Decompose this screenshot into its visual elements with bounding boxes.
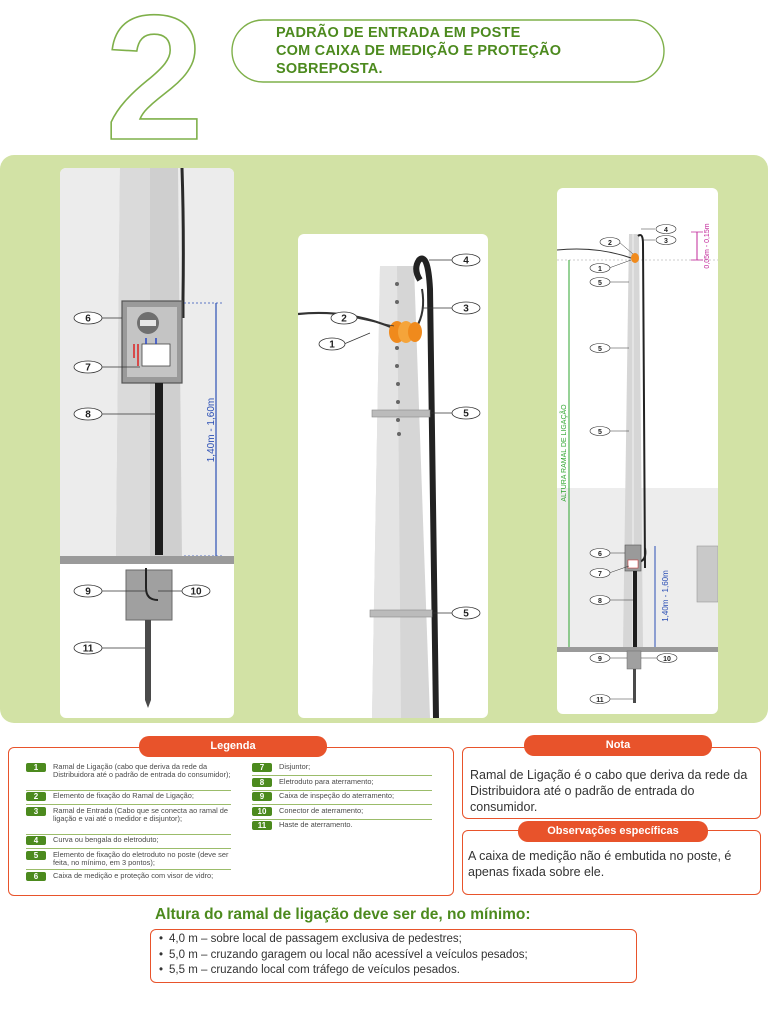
ov-callout-1: 1 bbox=[598, 266, 602, 273]
legend-box bbox=[8, 747, 454, 896]
legend-text: Curva ou bengala do eletroduto; bbox=[53, 835, 159, 844]
legend-text: Haste de aterramento. bbox=[279, 820, 353, 829]
legend-text: Elemento de fixação do Ramal de Ligação; bbox=[53, 791, 194, 800]
ground-rod bbox=[145, 620, 151, 700]
ov-callout-5b: 5 bbox=[598, 346, 602, 353]
legend-item-11: 11 Haste de aterramento. bbox=[252, 820, 437, 830]
title-line-2: COM CAIXA DE MEDIÇÃO E PROTEÇÃO bbox=[276, 43, 562, 59]
legend-number: 6 bbox=[26, 872, 46, 881]
callout-4: 4 bbox=[463, 256, 469, 267]
altura-list: 4,0 m – sobre local de passagem exclusiv… bbox=[150, 929, 637, 983]
legend-number: 3 bbox=[26, 807, 46, 816]
callout-11: 11 bbox=[83, 644, 94, 655]
callout-9: 9 bbox=[85, 587, 91, 598]
header-title-frame bbox=[231, 19, 665, 83]
ov-callout-5c: 5 bbox=[598, 429, 602, 436]
legend-text: Eletroduto para aterramento; bbox=[279, 777, 374, 786]
legend-text: Ramal de Ligação (cabo que deriva da red… bbox=[53, 762, 231, 780]
conduit-clamp bbox=[369, 609, 433, 618]
ground-conduit bbox=[155, 383, 163, 555]
callout-10: 10 bbox=[190, 587, 202, 598]
breaker bbox=[141, 343, 171, 367]
legend-text: Ramal de Entrada (Cabo que se conecta ao… bbox=[53, 806, 229, 824]
legend-number: 2 bbox=[26, 792, 46, 801]
legend-number: 10 bbox=[252, 807, 272, 816]
diagram-overview-panel: 0,05m - 0,15m ALTURA RAMAL DE LIGAÇÃO 1,… bbox=[557, 188, 718, 714]
ov-callout-10: 10 bbox=[663, 656, 671, 663]
entry-conduit bbox=[413, 255, 439, 718]
ov-callout-5a: 5 bbox=[598, 280, 602, 287]
callout-8: 8 bbox=[85, 410, 91, 421]
closeup-drawing: 1,40m - 1,60m 6 7 8 9 10 11 bbox=[60, 168, 234, 708]
legend-item-5: 5 Elemento de fixação do eletroduto no p… bbox=[26, 850, 236, 868]
overview-dimension-bottom: 1,40m - 1,60m bbox=[661, 570, 670, 622]
legend-text: Elemento de fixação do eletroduto no pos… bbox=[53, 850, 229, 868]
callout-5a: 5 bbox=[463, 409, 469, 420]
callout-5b: 5 bbox=[463, 609, 469, 620]
altura-title: Altura do ramal de ligação deve ser de, … bbox=[155, 906, 531, 923]
legend-number: 7 bbox=[252, 763, 272, 772]
callout-6: 6 bbox=[85, 314, 91, 325]
legend-item-10: 10 Conector de aterramento; bbox=[252, 806, 437, 816]
big-number-two: 2 bbox=[105, 0, 204, 150]
ov-callout-3: 3 bbox=[664, 238, 668, 245]
pole-top-drawing: 4 2 3 1 5 5 bbox=[298, 253, 481, 718]
observacoes-title: Observações específicas bbox=[518, 821, 708, 842]
conduit-clamp bbox=[371, 409, 431, 418]
title-line-1: PADRÃO DE ENTRADA EM POSTE bbox=[276, 25, 521, 41]
diagram-pole-top-panel: 4 2 3 1 5 5 bbox=[298, 234, 488, 718]
legend-number: 11 bbox=[252, 821, 272, 830]
altura-item: 5,5 m – cruzando local com tráfego de ve… bbox=[159, 963, 636, 979]
ov-callout-6: 6 bbox=[598, 551, 602, 558]
ov-callout-9: 9 bbox=[598, 656, 602, 663]
ov-callout-7: 7 bbox=[598, 571, 602, 578]
legend-number: 4 bbox=[26, 836, 46, 845]
page-title: PADRÃO DE ENTRADA EM POSTE COM CAIXA DE … bbox=[276, 24, 656, 78]
ov-callout-4: 4 bbox=[664, 227, 668, 234]
overview-vertical-label: ALTURA RAMAL DE LIGAÇÃO bbox=[559, 404, 568, 502]
legend-text: Caixa de medição e proteção com visor de… bbox=[53, 871, 214, 880]
legend-text: Caixa de inspeção do aterramento; bbox=[279, 791, 395, 800]
legend-item-4: 4 Curva ou bengala do eletroduto; bbox=[26, 835, 236, 845]
legend-item-9: 9 Caixa de inspeção do aterramento; bbox=[252, 791, 437, 801]
legend-number: 9 bbox=[252, 792, 272, 801]
overview-dimension-top: 0,05m - 0,15m bbox=[704, 223, 711, 268]
overview-drawing: 0,05m - 0,15m ALTURA RAMAL DE LIGAÇÃO 1,… bbox=[557, 223, 718, 704]
ground-line bbox=[60, 556, 234, 564]
observacoes-text: A caixa de medição não é embutida no pos… bbox=[468, 849, 732, 879]
legend-item-1: 1 Ramal de Ligação (cabo que deriva da r… bbox=[26, 762, 236, 780]
altura-item: 5,0 m – cruzando garagem ou local não ac… bbox=[159, 948, 636, 964]
legend-item-2: 2 Elemento de fixação do Ramal de Ligaçã… bbox=[26, 791, 236, 801]
legend-title: Legenda bbox=[139, 736, 327, 757]
legend-item-6: 6 Caixa de medição e proteção com visor … bbox=[26, 871, 236, 881]
header-graphic: 2 bbox=[104, 0, 665, 150]
legend-number: 1 bbox=[26, 763, 46, 772]
entry-conduit bbox=[637, 234, 646, 569]
service-cable bbox=[180, 168, 185, 318]
ground-line bbox=[557, 647, 718, 652]
ov-callout-8: 8 bbox=[598, 598, 602, 605]
altura-item: 4,0 m – sobre local de passagem exclusiv… bbox=[159, 932, 636, 948]
nota-text: Ramal de Ligação é o cabo que deriva da … bbox=[470, 768, 748, 814]
legend-text: Disjuntor; bbox=[279, 762, 311, 771]
insulator bbox=[631, 253, 639, 263]
legend-text: Conector de aterramento; bbox=[279, 806, 364, 815]
legend-item-3: 3 Ramal de Entrada (Cabo que se conecta … bbox=[26, 806, 236, 824]
closeup-dimension: 1,40m - 1,60m bbox=[206, 398, 217, 462]
title-line-3: SOBREPOSTA. bbox=[276, 61, 383, 77]
legend-number: 5 bbox=[26, 851, 46, 860]
ov-callout-11: 11 bbox=[596, 697, 604, 704]
callout-3: 3 bbox=[463, 304, 469, 315]
callout-2: 2 bbox=[341, 314, 347, 325]
ov-callout-2: 2 bbox=[608, 240, 612, 247]
legend-item-7: 7 Disjuntor; bbox=[252, 762, 437, 772]
callout-7: 7 bbox=[85, 363, 91, 374]
nota-title: Nota bbox=[524, 735, 712, 756]
inspection-box bbox=[125, 569, 173, 621]
legend-item-8: 8 Eletroduto para aterramento; bbox=[252, 777, 437, 787]
diagram-closeup-panel: 1,40m - 1,60m 6 7 8 9 10 11 bbox=[60, 168, 234, 718]
legend-number: 8 bbox=[252, 778, 272, 787]
callout-1: 1 bbox=[329, 340, 335, 351]
